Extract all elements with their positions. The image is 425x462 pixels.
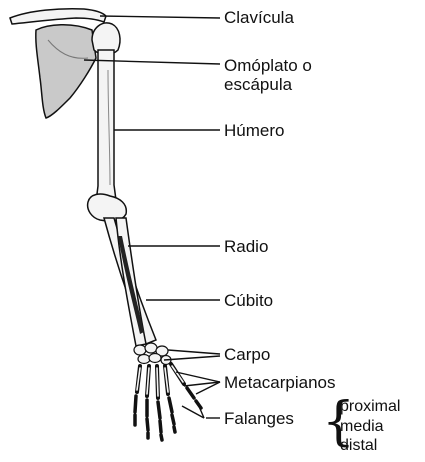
label-clavicula: Clavícula	[224, 9, 294, 26]
metacarpal-bones	[137, 364, 184, 398]
label-radio: Radio	[224, 238, 268, 255]
label-metacarpianos: Metacarpianos	[224, 374, 336, 391]
humerus-bone	[96, 50, 116, 202]
clavicle-bone	[10, 9, 106, 24]
label-falange-media: media	[340, 419, 384, 435]
scapula-bone	[36, 25, 96, 118]
label-falange-proximal: proximal	[340, 399, 400, 415]
label-falange-distal: distal	[340, 438, 377, 454]
carpal-bones	[134, 343, 171, 365]
elbow-joint	[88, 194, 127, 221]
label-cubito: Cúbito	[224, 292, 273, 309]
label-omoplato-line1: Omóplato o	[224, 57, 312, 74]
label-humero: Húmero	[224, 122, 284, 139]
label-carpo: Carpo	[224, 346, 270, 363]
label-falanges: Falanges	[224, 410, 294, 427]
label-omoplato-line2: escápula	[224, 76, 292, 93]
